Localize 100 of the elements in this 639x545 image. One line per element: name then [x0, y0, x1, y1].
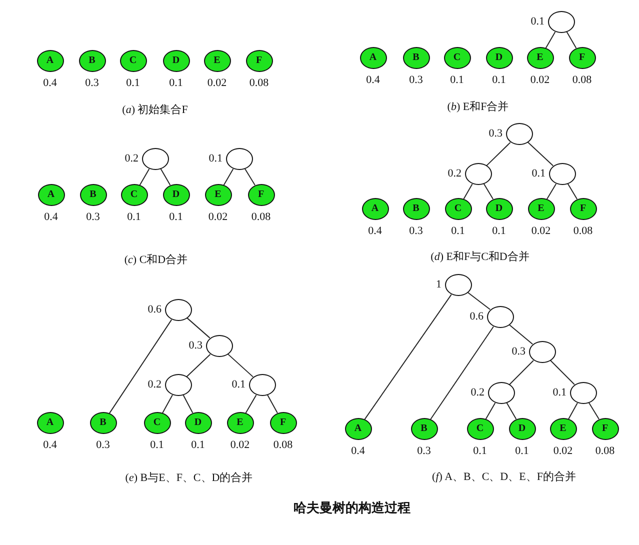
leaf-node [38, 184, 64, 206]
weight-label: 0.08 [595, 446, 615, 457]
tree-edge [588, 402, 600, 420]
node-letter: F [280, 418, 286, 428]
internal-node [164, 374, 192, 396]
weight-label: 0.02 [531, 226, 551, 237]
leaf-node [184, 412, 212, 434]
node-letter: F [578, 53, 586, 63]
node-letter: E [236, 418, 244, 428]
weight-label: 1 [436, 280, 442, 290]
internal-node [226, 148, 252, 170]
node-letter: B [100, 418, 106, 428]
weight-label: 0.02 [208, 212, 228, 223]
leaf-node [402, 47, 430, 69]
weight-label: 0.3 [86, 212, 100, 223]
weight-label: 0.3 [417, 446, 431, 457]
node-letter: E [214, 190, 222, 200]
weight-label: 0.6 [148, 304, 162, 316]
node-letter: D [495, 204, 503, 214]
tree-edge [244, 168, 256, 186]
node-letter: D [172, 56, 180, 66]
weight-label: 0.6 [470, 312, 484, 322]
node-letter: A [371, 204, 379, 214]
tree-edge [486, 142, 511, 166]
weight-label: 0.1 [169, 78, 183, 89]
weight-label: 0.1 [552, 388, 566, 398]
internal-node [142, 148, 168, 170]
weight-label: 0.02 [553, 446, 573, 457]
weight-label: 0.1 [532, 168, 546, 180]
weight-label: 0.4 [368, 226, 382, 237]
node-letter: A [47, 190, 55, 200]
tree-edge [508, 324, 534, 345]
node-letter: A [46, 418, 54, 428]
leaf-node [36, 50, 64, 72]
weight-label: 0.4 [43, 78, 57, 89]
internal-node [570, 382, 596, 404]
weight-label: 0.4 [44, 212, 58, 223]
node-letter: E [560, 424, 566, 434]
weight-label: 0.2 [124, 154, 138, 164]
leaf-node [226, 412, 254, 434]
tree-edge [430, 326, 494, 420]
node-letter: A [354, 424, 362, 434]
weight-label: 0.4 [351, 446, 365, 457]
node-letter: C [453, 53, 461, 63]
leaf-node [204, 50, 230, 72]
node-letter: F [602, 424, 608, 434]
leaf-node [36, 412, 64, 434]
figure-caption: 哈夫曼树的构造过程 [294, 500, 410, 516]
internal-node [486, 306, 514, 328]
tree-edge [223, 168, 234, 186]
internal-node [528, 341, 556, 363]
weight-label: 0.1 [232, 380, 246, 390]
subfigure-caption: (a) 初始集合F [122, 104, 188, 116]
leaf-node [246, 50, 272, 72]
tree-edge [267, 394, 278, 414]
leaf-node [486, 47, 512, 69]
weight-label: 0.3 [409, 226, 423, 237]
internal-node [248, 374, 276, 396]
node-letter: C [153, 418, 161, 428]
leaf-node [120, 50, 146, 72]
tree-edge [566, 31, 577, 49]
node-letter: C [476, 424, 484, 434]
tree-edge [509, 360, 534, 385]
weight-label: 0.08 [273, 440, 293, 451]
weight-label: 0.1 [191, 440, 205, 451]
weight-label: 0.1 [450, 75, 464, 86]
weight-label: 0.1 [515, 446, 529, 457]
weight-label: 0.02 [530, 75, 550, 86]
weight-label: 0.08 [251, 212, 271, 223]
tree-edge [245, 394, 257, 414]
leaf-node [120, 184, 148, 206]
leaf-node [360, 47, 386, 69]
internal-node [206, 335, 232, 357]
leaf-node [344, 418, 372, 440]
weight-label: 0.1 [127, 212, 141, 223]
internal-node [444, 274, 472, 296]
node-letter: D [172, 190, 180, 200]
node-letter: D [194, 418, 202, 428]
tree-edge [182, 394, 194, 414]
tree-edge [506, 402, 517, 420]
weight-label: 0.02 [207, 78, 227, 89]
leaf-node [528, 198, 554, 220]
weight-label: 0.1 [451, 226, 465, 237]
internal-node [548, 11, 574, 33]
leaf-node [526, 47, 554, 69]
leaf-node [90, 412, 116, 434]
tree-edge [162, 394, 173, 414]
leaf-node [248, 184, 274, 206]
leaf-node [270, 412, 296, 434]
node-letter: D [518, 424, 526, 434]
tree-edge [108, 319, 172, 414]
weight-label: 0.1 [473, 446, 487, 457]
node-letter: A [369, 53, 377, 63]
tree-edge [545, 31, 556, 49]
tree-edge [546, 183, 557, 200]
internal-node [506, 123, 532, 145]
subfigure-caption: (f) A、B、C、D、E、F的合并 [432, 470, 576, 484]
weight-label: 0.08 [572, 75, 592, 86]
tree-edge [485, 402, 496, 420]
weight-label: 0.1 [492, 75, 506, 86]
